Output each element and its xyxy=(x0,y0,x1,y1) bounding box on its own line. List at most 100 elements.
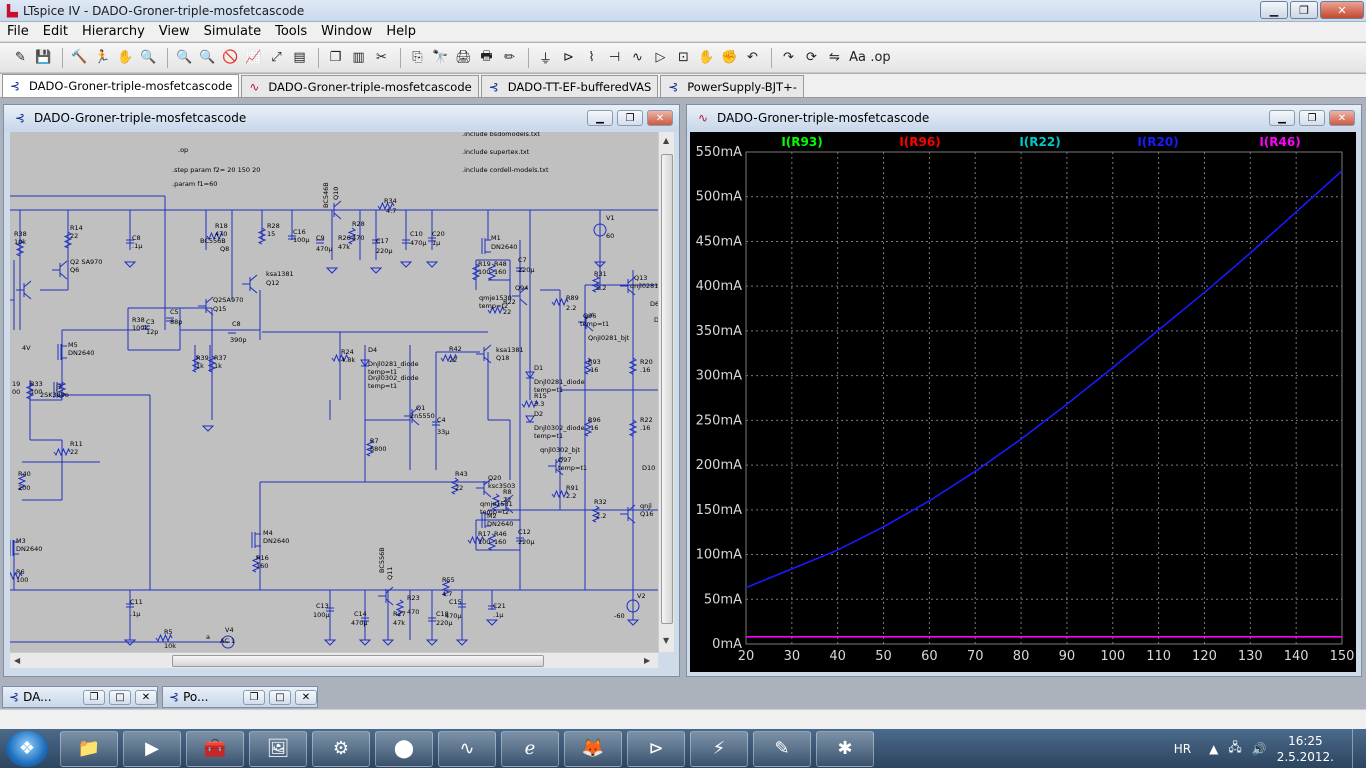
menu-tools[interactable]: Tools xyxy=(275,24,308,39)
schematic-vertical-scrollbar[interactable]: ▲ ▼ xyxy=(658,132,674,652)
maximize-button[interactable]: ❐ xyxy=(1290,1,1318,19)
trace-ir20[interactable] xyxy=(745,170,1343,589)
print-icon[interactable]: 🖶 xyxy=(480,48,493,64)
capacitor-symbol[interactable] xyxy=(228,329,236,334)
window-titlebar[interactable]: LTspice IV - DADO-Groner-triple-mosfetca… xyxy=(0,0,1366,22)
tile-horizontal-icon[interactable]: ▤ xyxy=(293,50,306,65)
minimized-restore-button[interactable]: ❐ xyxy=(243,689,265,705)
resistor-symbol[interactable] xyxy=(377,201,395,211)
capacitor-symbol[interactable] xyxy=(428,237,436,242)
show-desktop-button[interactable] xyxy=(1352,729,1366,768)
fit-icon[interactable]: ⤢ xyxy=(271,50,282,65)
cut-icon[interactable]: ✂ xyxy=(376,50,387,65)
transistor-symbol[interactable] xyxy=(512,286,528,306)
voltage-source-symbol[interactable] xyxy=(626,599,640,613)
capacitor-symbol[interactable] xyxy=(142,325,150,330)
transistor-symbol[interactable] xyxy=(378,586,394,606)
resistor-symbol[interactable] xyxy=(395,599,405,617)
save-icon[interactable]: 💾 xyxy=(35,50,52,65)
transistor-symbol[interactable] xyxy=(476,478,492,498)
notepad-icon[interactable]: ✎ xyxy=(753,730,811,767)
clock[interactable]: 16:25 2.5.2012. xyxy=(1277,733,1334,765)
label-net-icon[interactable]: ⊳ xyxy=(563,50,574,65)
inductor-icon[interactable]: ∿ xyxy=(632,50,643,65)
find-icon[interactable]: 🔭 xyxy=(432,50,449,65)
resistor-symbol[interactable] xyxy=(487,533,497,551)
internet-explorer-icon[interactable]: ℯ xyxy=(501,730,559,767)
resistor-symbol[interactable] xyxy=(487,263,497,281)
mosfet-symbol[interactable] xyxy=(481,238,491,254)
resistor-symbol[interactable] xyxy=(551,489,569,499)
minimized-restore-button[interactable]: ❐ xyxy=(83,689,105,705)
schematic-close-button[interactable]: ✕ xyxy=(647,110,673,126)
paint-icon[interactable]: ✱ xyxy=(816,730,874,767)
control-panel-icon[interactable]: 🔨 xyxy=(71,50,88,65)
resistor-symbol[interactable] xyxy=(206,231,224,241)
capacitor-symbol[interactable] xyxy=(458,603,466,608)
resistor-symbol[interactable] xyxy=(331,353,349,363)
resistor-symbol[interactable] xyxy=(251,555,261,573)
legend-trace-label[interactable]: I(R22) xyxy=(1019,135,1060,149)
scroll-left-arrow[interactable]: ◀ xyxy=(14,656,21,665)
tab-schematic-tt-ef[interactable]: ⊰ DADO-TT-EF-bufferedVAS xyxy=(480,75,659,97)
tile-vertical-icon[interactable]: ▥ xyxy=(352,50,365,65)
rotate-icon[interactable]: ⟳ xyxy=(806,50,817,65)
menu-simulate[interactable]: Simulate xyxy=(203,24,262,39)
autorange-icon[interactable]: 📈 xyxy=(245,50,262,65)
oscilloscope-icon[interactable]: ∿ xyxy=(438,730,496,767)
print-setup-icon[interactable]: 🖨 xyxy=(455,50,472,65)
toolbox-icon[interactable]: 🧰 xyxy=(186,730,244,767)
schematic-window-titlebar[interactable]: ⊰ DADO-Groner-triple-mosfetcascode ▁ ❐ ✕ xyxy=(4,105,679,131)
minimized-close-button[interactable]: ✕ xyxy=(135,689,157,705)
transistor-symbol[interactable] xyxy=(476,344,492,364)
resistor-symbol[interactable] xyxy=(191,355,201,373)
start-button[interactable]: ❖ xyxy=(6,730,48,767)
capacitor-symbol[interactable] xyxy=(432,421,440,426)
minimize-button[interactable]: ▁ xyxy=(1260,1,1288,19)
scroll-down-arrow[interactable]: ▼ xyxy=(663,636,670,645)
capacitor-symbol[interactable] xyxy=(428,617,436,622)
transistor-symbol[interactable] xyxy=(242,274,258,294)
vertical-scroll-thumb[interactable] xyxy=(661,154,673,624)
transistor-symbol[interactable] xyxy=(16,280,32,300)
capacitor-symbol[interactable] xyxy=(126,239,134,244)
ltspice-icon[interactable]: ⚡ xyxy=(690,730,748,767)
capacitor-symbol[interactable] xyxy=(516,267,524,272)
resistor-symbol[interactable] xyxy=(467,535,485,545)
transistor-symbol[interactable] xyxy=(498,494,514,514)
minimized-close-button[interactable]: ✕ xyxy=(295,689,317,705)
network-icon[interactable]: 🖧 xyxy=(1228,740,1242,754)
capacitor-symbol[interactable] xyxy=(361,617,369,622)
explorer-icon[interactable]: 📁 xyxy=(60,730,118,767)
schematic-minimize-button[interactable]: ▁ xyxy=(587,110,613,126)
transistor-symbol[interactable] xyxy=(404,406,420,426)
diode-symbol[interactable] xyxy=(525,371,535,379)
mosfet-symbol[interactable] xyxy=(481,512,491,528)
resistor-symbol[interactable] xyxy=(551,297,569,307)
scroll-up-arrow[interactable]: ▲ xyxy=(663,136,670,145)
diode-symbol[interactable] xyxy=(360,359,370,367)
halt-icon[interactable]: ✋ xyxy=(117,50,134,65)
minimized-maximize-button[interactable]: □ xyxy=(269,689,291,705)
capacitor-symbol[interactable] xyxy=(166,317,174,322)
zoom-pan-icon[interactable]: 🔍 xyxy=(176,50,193,65)
ground-icon[interactable]: ⏚ xyxy=(538,52,552,67)
resistor-symbol[interactable] xyxy=(583,419,593,437)
photo-viewer-icon[interactable]: 🖼 xyxy=(249,730,307,767)
resistor-symbol[interactable] xyxy=(10,571,23,581)
resistor-symbol[interactable] xyxy=(487,305,505,315)
zoom-out-icon[interactable]: 🔍 xyxy=(199,50,216,65)
resistor-symbol[interactable] xyxy=(440,353,458,363)
resistor-symbol[interactable] xyxy=(471,263,481,281)
spice-directive[interactable]: .param f1=60 xyxy=(172,180,217,188)
resistor-symbol[interactable] xyxy=(15,239,25,257)
diode-symbol[interactable] xyxy=(525,415,535,423)
scanner-icon[interactable]: ⚙ xyxy=(312,730,370,767)
cascade-icon[interactable]: ❐ xyxy=(329,50,342,65)
terminal-icon[interactable]: ⊳ xyxy=(627,730,685,767)
resistor-symbol[interactable] xyxy=(628,357,638,375)
media-player-icon[interactable]: ▶ xyxy=(123,730,181,767)
resistor-symbol[interactable] xyxy=(441,579,451,597)
spice-directive[interactable]: .include bsdomodels.txt xyxy=(462,132,540,138)
legend-trace-label[interactable]: I(R46) xyxy=(1259,135,1300,149)
